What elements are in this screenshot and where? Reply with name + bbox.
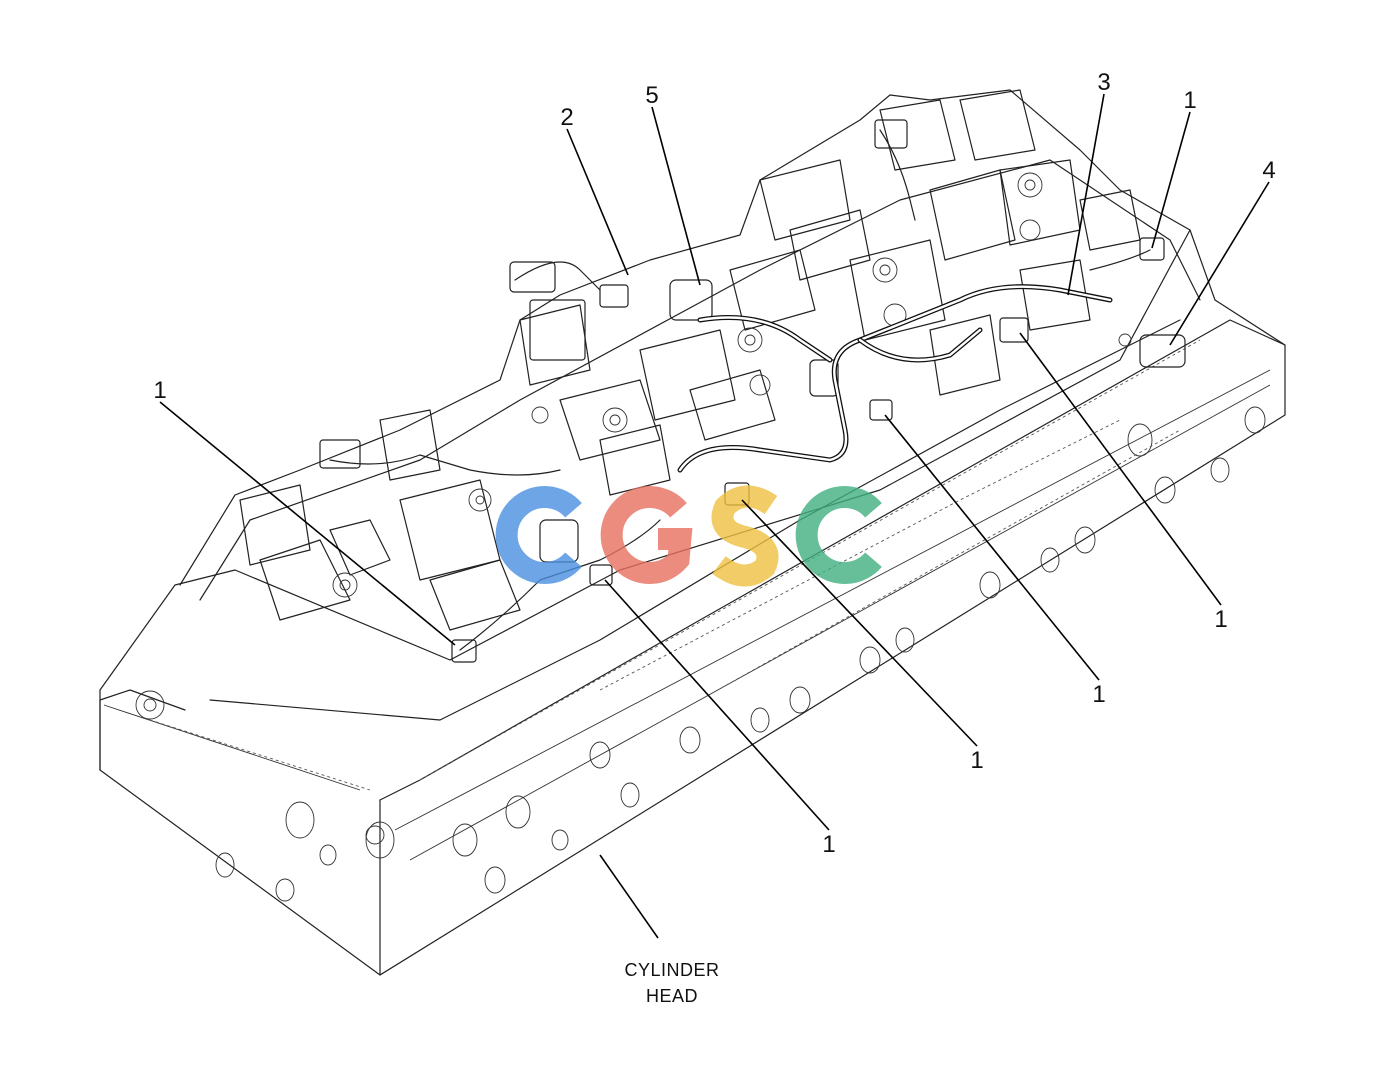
callout-number: 1 (1092, 681, 1105, 708)
callout-number: 1 (153, 377, 166, 404)
callout-leader (651, 106, 701, 286)
callout-group: 1 2 5 3 1 4 1 1 1 1 (153, 69, 1275, 858)
watermark-letter-s (711, 485, 779, 587)
callout-leader (159, 401, 456, 646)
callout-leader (1151, 111, 1191, 249)
callout-number: 1 (822, 831, 835, 858)
callout-leader (604, 579, 830, 831)
callout-leader (1169, 181, 1270, 346)
watermark-logo (495, 485, 882, 587)
callout-number: 4 (1262, 157, 1275, 184)
callout-leader (566, 128, 629, 276)
cylinder-head-leader (599, 854, 659, 939)
callout-leader (884, 414, 1100, 681)
watermark-letter-g (600, 486, 693, 584)
callout-number: 1 (1183, 87, 1196, 114)
callout-number: 5 (645, 82, 658, 109)
caption-head: HEAD (646, 986, 698, 1006)
callout-number: 1 (1214, 606, 1227, 633)
callout-leader (1067, 93, 1105, 296)
watermark-letter-c (795, 486, 882, 584)
callout-number: 1 (970, 747, 983, 774)
cylinder-head-drawing (99, 89, 1286, 976)
callout-leader (1019, 332, 1222, 606)
caption-cylinder: CYLINDER (624, 960, 719, 980)
callout-number: 2 (560, 104, 573, 131)
callout-leader (741, 499, 978, 747)
wiring-harness (329, 129, 1151, 651)
watermark-letter-c (495, 486, 582, 584)
callout-number: 3 (1097, 69, 1110, 96)
